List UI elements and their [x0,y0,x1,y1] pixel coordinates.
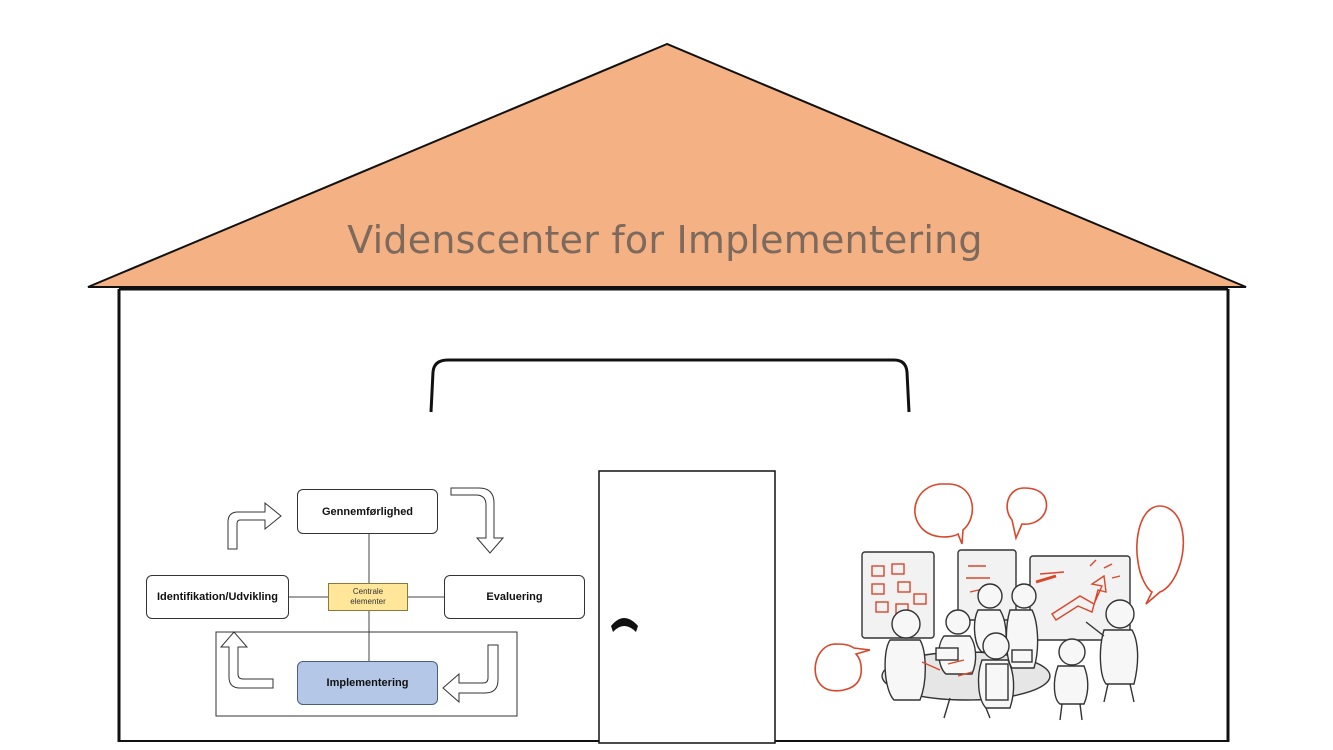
person-head [1105,599,1135,629]
laptop-icon [935,647,959,661]
person-head [891,609,921,639]
speech-bubble-icon [814,643,871,692]
person-body [884,639,926,701]
person-head [982,632,1010,660]
growth-arrow-icon [1051,574,1107,621]
person-head [1058,638,1086,666]
laptop-icon [1011,649,1033,663]
box-core-elements: Centrale elementer [328,583,408,611]
chair [985,663,1009,701]
box-identification-label: Identifikation/Udvikling [156,591,278,603]
roof-title: Videnscenter for Implementering [347,218,983,262]
person-body [1099,629,1139,685]
arrow-up-right-icon [227,501,282,550]
door-handle[interactable] [611,618,638,632]
box-evaluation-label: Evaluering [486,591,543,603]
box-evaluation: Evaluering [444,575,585,619]
box-implementation-label: Implementering [326,677,409,689]
box-feasibility: Gennemførlighed [297,489,438,534]
implementation-frame [215,631,518,717]
arrow-right-down-icon [450,487,505,554]
sign-bracket [429,358,911,413]
arrow-left-up-icon [219,631,274,689]
box-feasibility-label: Gennemførlighed [321,505,414,518]
box-implementation: Implementering [297,661,438,705]
person-body [1053,665,1089,705]
person-head [977,583,1003,609]
box-core-elements-label: Centrale elementer [350,587,386,606]
speech-bubble-icon [1006,487,1048,541]
speech-bubble-icon [1136,505,1185,605]
arrow-down-left-icon [442,644,499,704]
box-identification: Identifikation/Udvikling [146,575,289,619]
door[interactable] [598,470,776,744]
speech-bubble-icon [914,483,974,545]
roof [87,42,1247,288]
person-head [1011,583,1037,609]
person-head [945,609,971,635]
